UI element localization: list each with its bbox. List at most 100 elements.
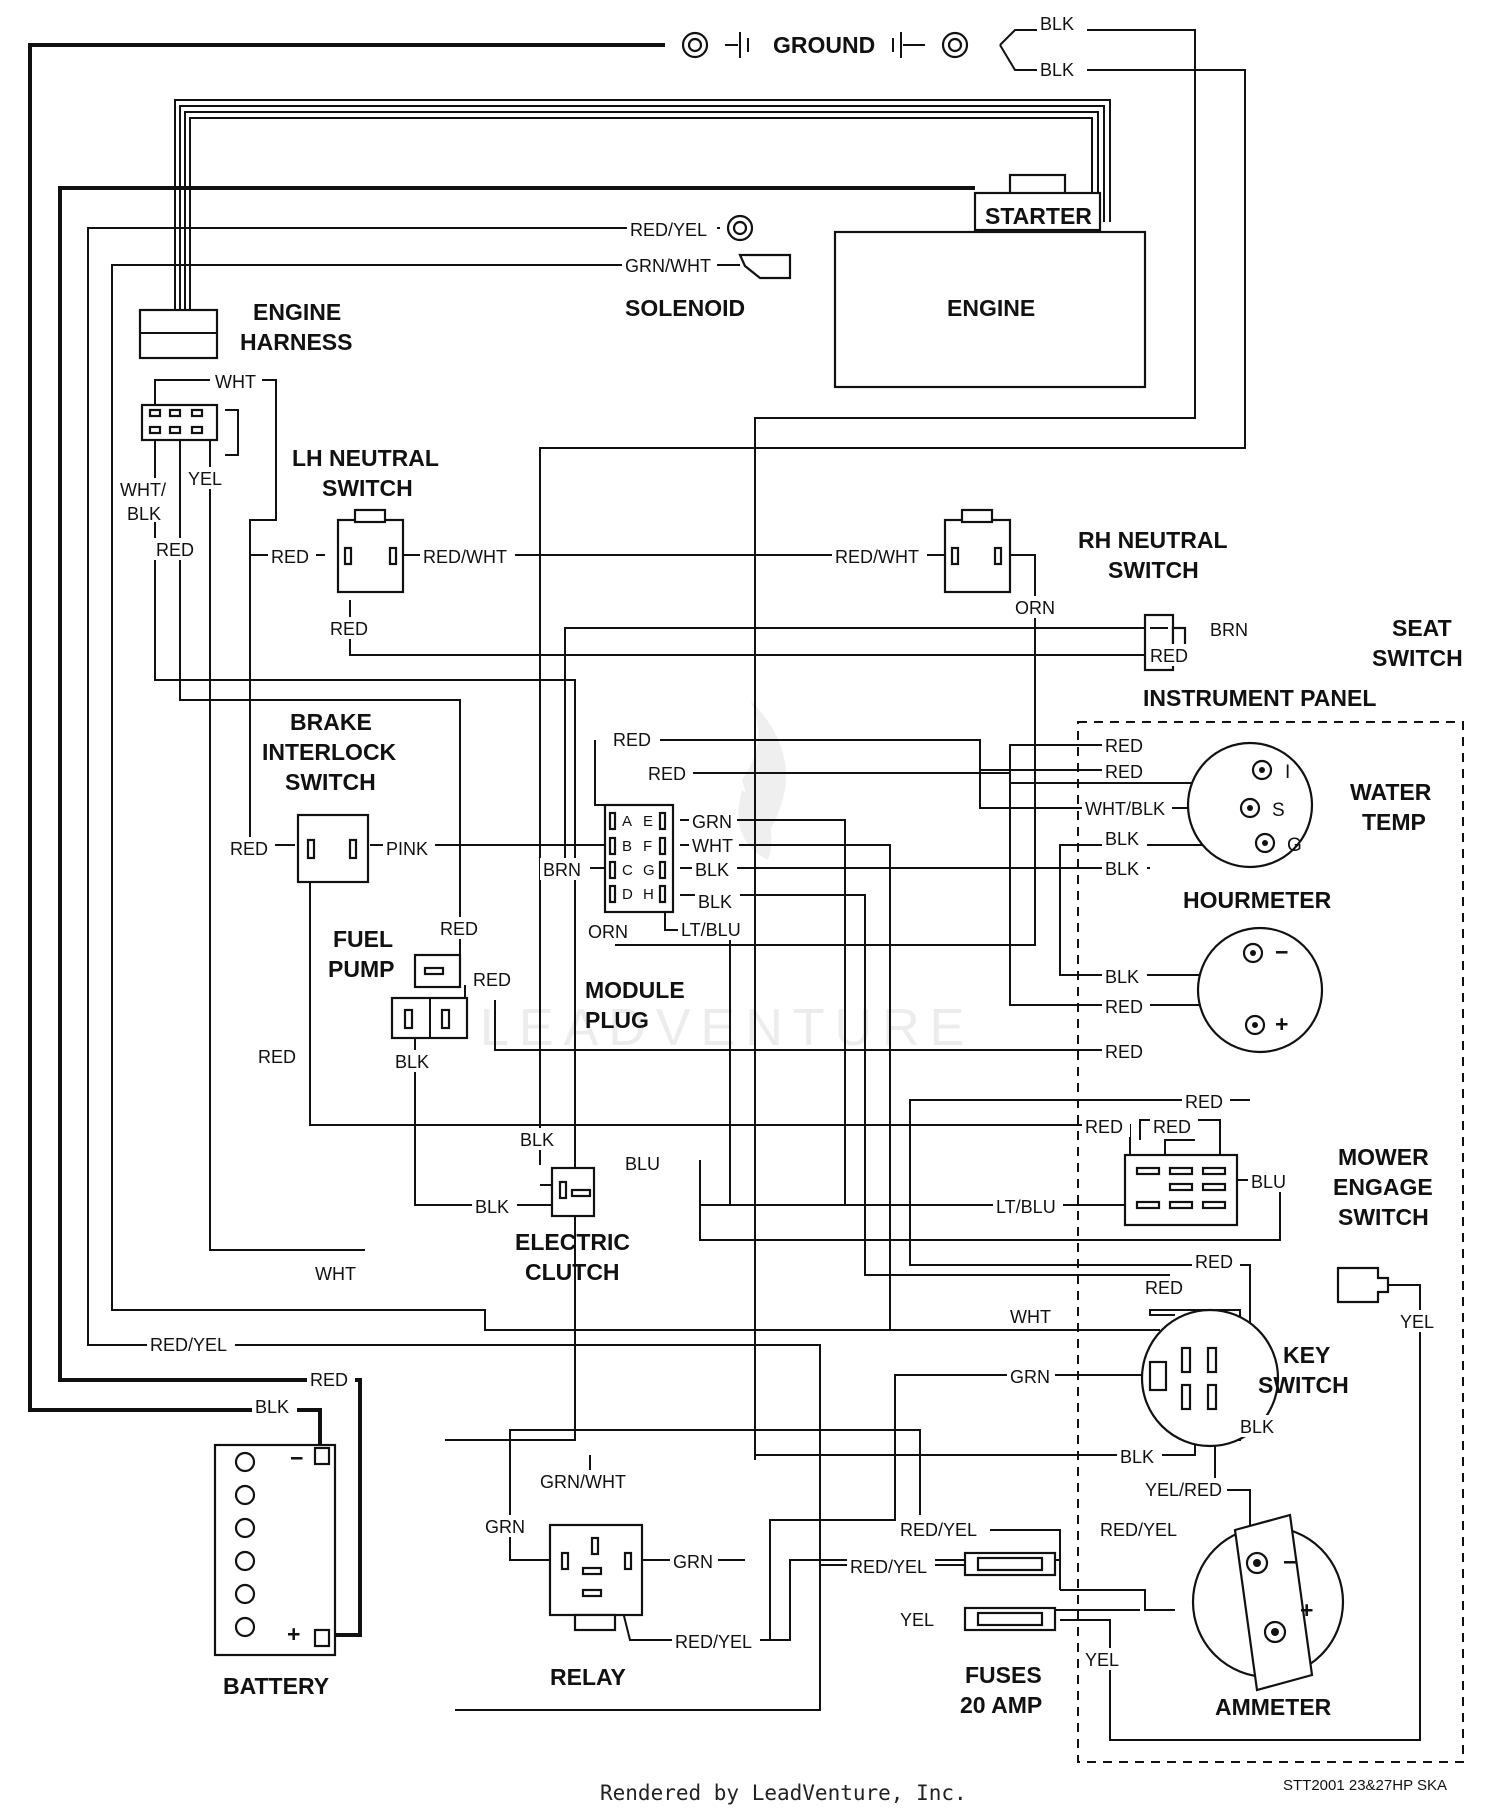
- brake-interlock-switch: BRAKE INTERLOCK SWITCH: [262, 709, 397, 884]
- module-pin-a: A: [622, 813, 632, 830]
- wire-label: YEL: [1085, 1650, 1119, 1670]
- wire-label: GRN: [673, 1552, 713, 1572]
- solenoid: SOLENOID: [625, 214, 792, 321]
- ammeter-terminal-neg: −: [1283, 1549, 1296, 1575]
- module-pin-c: C: [622, 862, 633, 879]
- clutch-label-2: CLUTCH: [525, 1259, 620, 1285]
- fuses-label-2: 20 AMP: [960, 1692, 1042, 1718]
- wire-label: BLK: [1105, 829, 1139, 849]
- rh-neutral-label-2: SWITCH: [1108, 557, 1199, 583]
- wire-label: RED/WHT: [835, 547, 919, 567]
- water-temp-label-2: TEMP: [1362, 809, 1426, 835]
- starter-label: STARTER: [985, 203, 1092, 229]
- battery: − + BATTERY: [213, 1443, 337, 1699]
- wire-label: BLK: [1040, 14, 1074, 34]
- drawing-id: STT2001 23&27HP SKA: [1283, 1777, 1447, 1794]
- wire-label: RED: [1105, 736, 1143, 756]
- key-switch-label-2: SWITCH: [1258, 1372, 1349, 1398]
- engine: ENGINE: [833, 230, 1147, 389]
- ground-symbol: GROUND: [681, 31, 969, 59]
- wire-label: WHT: [1010, 1307, 1051, 1327]
- water-temp-label-1: WATER: [1350, 779, 1432, 805]
- wire-labels: BLK BLK RED/YEL GRN/WHT WHT WHT/ BLK YEL…: [118, 12, 1442, 1670]
- module-plug-label-2: PLUG: [585, 1007, 649, 1033]
- wire-label: LT/BLU: [996, 1197, 1056, 1217]
- wire-label: BLU: [1251, 1172, 1286, 1192]
- wire-label: GRN/WHT: [540, 1472, 626, 1492]
- wire-label: BLK: [698, 892, 732, 912]
- wire-label: YEL/RED: [1145, 1480, 1222, 1500]
- wire-label: RED: [330, 619, 368, 639]
- wire-label: BLK: [1240, 1417, 1274, 1437]
- wire-label: WHT/BLK: [1085, 799, 1165, 819]
- wire-label: ORN: [1015, 598, 1055, 618]
- mower-engage-label-1: MOWER: [1338, 1144, 1429, 1170]
- fuses: FUSES 20 AMP: [960, 1551, 1057, 1718]
- wire-label: YEL: [1400, 1312, 1434, 1332]
- lh-neutral-label-2: SWITCH: [322, 475, 413, 501]
- hourmeter-label: HOURMETER: [1183, 887, 1332, 913]
- wire-label: BLK: [1105, 859, 1139, 879]
- fuel-pump-label-1: FUEL: [333, 926, 393, 952]
- wire-label: LT/BLU: [681, 920, 741, 940]
- lh-neutral-label-1: LH NEUTRAL: [292, 445, 439, 471]
- brake-label-3: SWITCH: [285, 769, 376, 795]
- module-pin-h: H: [643, 886, 654, 903]
- water-temp-terminal-s: S: [1272, 800, 1285, 821]
- harness-plug: [140, 403, 219, 442]
- wire-label: WHT/: [120, 480, 166, 500]
- wire-label: RED: [1105, 1042, 1143, 1062]
- wire-label: RED/YEL: [150, 1335, 227, 1355]
- wire-label: RED: [230, 839, 268, 859]
- rh-neutral-label-1: RH NEUTRAL: [1078, 527, 1228, 553]
- ammeter-terminal-pos: +: [1300, 1597, 1313, 1623]
- wire-label: PINK: [386, 839, 428, 859]
- wire-label: RED: [1145, 1278, 1183, 1298]
- relay: RELAY: [548, 1523, 644, 1690]
- module-pin-g: G: [643, 862, 655, 879]
- fuel-pump-label-2: PUMP: [328, 956, 394, 982]
- wire-label: RED/YEL: [675, 1632, 752, 1652]
- mower-engage-switch: MOWER ENGAGE SWITCH: [1123, 1144, 1433, 1230]
- key-switch: KEY SWITCH: [1140, 1308, 1349, 1448]
- engine-harness-label-1: ENGINE: [253, 299, 341, 325]
- wire-label: RED/YEL: [630, 220, 707, 240]
- lh-neutral-switch: LH NEUTRAL SWITCH: [292, 445, 439, 594]
- wire-label: BLK: [1105, 967, 1139, 987]
- battery-label: BATTERY: [223, 1673, 329, 1699]
- wire-label: GRN: [692, 812, 732, 832]
- starter: STARTER: [973, 173, 1102, 232]
- wire-label: YEL: [188, 469, 222, 489]
- brake-label-1: BRAKE: [290, 709, 372, 735]
- wires: [28, 29, 1421, 1741]
- watermark-text: LEADVENTURE: [480, 999, 974, 1057]
- wire-label: BLK: [1120, 1447, 1154, 1467]
- solenoid-label: SOLENOID: [625, 295, 745, 321]
- wire-label: BLK: [255, 1397, 289, 1417]
- wire-label: WHT: [692, 836, 733, 856]
- wire-label: BLK: [395, 1052, 429, 1072]
- wire-label: GRN: [1010, 1367, 1050, 1387]
- seat-switch-label-2: SWITCH: [1372, 645, 1463, 671]
- wire-label: BLU: [625, 1154, 660, 1174]
- wire-label: BLK: [475, 1197, 509, 1217]
- mower-engage-label-3: SWITCH: [1338, 1204, 1429, 1230]
- wire-label: BLK: [1040, 60, 1074, 80]
- wire-label: BLK: [520, 1130, 554, 1150]
- module-plug: A B C D E F G H MODULE PLUG: [585, 803, 685, 1033]
- wire-label: RED: [310, 1370, 348, 1390]
- wire-label: RED: [156, 540, 194, 560]
- wire-label: WHT: [215, 372, 256, 392]
- wire-label: GRN: [485, 1517, 525, 1537]
- water-temp-terminal-i: I: [1285, 762, 1290, 783]
- wire-label: BLK: [127, 504, 161, 524]
- module-pin-f: F: [643, 838, 652, 855]
- battery-terminal-pos: +: [287, 1621, 300, 1647]
- wire-label: RED/YEL: [1100, 1520, 1177, 1540]
- wire-label: RED: [613, 730, 651, 750]
- wire-label: RED: [258, 1047, 296, 1067]
- battery-terminal-neg: −: [290, 1445, 303, 1471]
- brake-label-2: INTERLOCK: [262, 739, 397, 765]
- wire-label: GRN/WHT: [625, 256, 711, 276]
